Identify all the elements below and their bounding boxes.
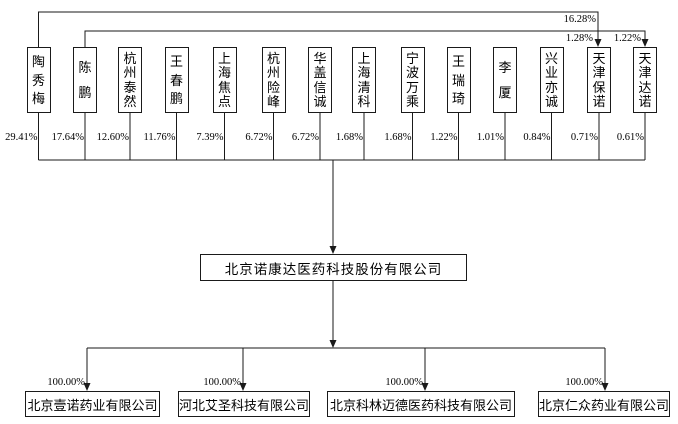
subsidiary-box-4: 北京仁众药业有限公司 bbox=[538, 391, 670, 417]
ownership-percent-label: 1.01% bbox=[476, 132, 504, 143]
shareholder-box-5: 上海焦点 bbox=[212, 47, 237, 113]
subsidiary-percent-label: 100.00% bbox=[47, 377, 85, 388]
parent-company-box: 北京诺康达医药科技股份有限公司 bbox=[200, 254, 467, 281]
indirect-percent-label: 1.22% bbox=[613, 33, 641, 44]
ownership-percent-label: 7.39% bbox=[196, 132, 224, 143]
shareholder-box-11: 李厦 bbox=[493, 47, 517, 113]
arrow-down-icon bbox=[329, 246, 337, 254]
ownership-percent-label: 12.60% bbox=[96, 132, 129, 143]
subsidiary-name: 北京壹诺药业有限公司 bbox=[27, 397, 158, 413]
ownership-percent-label: 11.76% bbox=[143, 132, 176, 143]
ownership-percent-label: 1.68% bbox=[384, 132, 412, 143]
shareholder-box-10: 王瑞琦 bbox=[446, 47, 471, 113]
arrow-down-icon bbox=[83, 383, 91, 391]
ownership-percent-label: 0.84% bbox=[523, 132, 551, 143]
shareholder-box-7: 华盖信诚 bbox=[308, 47, 332, 113]
subsidiary-box-3: 北京科林迈德医药科技有限公司 bbox=[327, 391, 515, 417]
ownership-percent-label: 6.72% bbox=[291, 132, 319, 143]
shareholder-box-13: 天津保诺 bbox=[587, 47, 611, 113]
ownership-percent-label: 17.64% bbox=[51, 132, 84, 143]
ownership-percent-label: 0.61% bbox=[616, 132, 644, 143]
indirect-link-line-1 bbox=[38, 11, 599, 47]
subsidiary-percent-label: 100.00% bbox=[565, 377, 603, 388]
subsidiary-percent-label: 100.00% bbox=[203, 377, 241, 388]
ownership-percent-label: 1.68% bbox=[335, 132, 363, 143]
shareholder-box-1: 陶秀梅 bbox=[26, 47, 51, 113]
shareholder-box-4: 王春鹏 bbox=[164, 47, 189, 113]
indirect-link-line-2 bbox=[84, 30, 646, 47]
parent-company-name: 北京诺康达医药科技股份有限公司 bbox=[224, 261, 443, 277]
arrow-down-icon bbox=[239, 383, 247, 391]
subsidiary-percent-label: 100.00% bbox=[385, 377, 423, 388]
arrow-down-icon bbox=[594, 39, 602, 47]
subsidiary-name: 北京仁众药业有限公司 bbox=[539, 397, 670, 413]
ownership-percent-label: 6.72% bbox=[245, 132, 273, 143]
shareholder-box-8: 上海清科 bbox=[352, 47, 376, 113]
shareholder-box-2: 陈鹏 bbox=[73, 47, 97, 113]
shareholder-box-6: 杭州险峰 bbox=[261, 47, 286, 113]
arrow-down-icon bbox=[641, 39, 649, 47]
subsidiary-box-2: 河北艾圣科技有限公司 bbox=[178, 391, 310, 417]
shareholder-box-9: 宁波万乘 bbox=[400, 47, 425, 113]
ownership-percent-label: 0.71% bbox=[570, 132, 598, 143]
indirect-percent-label: 1.28% bbox=[565, 33, 593, 44]
shareholder-box-3: 杭州泰然 bbox=[118, 47, 142, 113]
arrow-down-icon bbox=[329, 340, 337, 348]
arrow-down-icon bbox=[601, 383, 609, 391]
shareholder-box-12: 兴业亦诚 bbox=[539, 47, 564, 113]
subsidiary-name: 河北艾圣科技有限公司 bbox=[179, 397, 310, 413]
indirect-percent-label: 16.28% bbox=[563, 14, 596, 25]
subsidiary-name: 北京科林迈德医药科技有限公司 bbox=[329, 397, 512, 413]
shareholder-box-14: 天津达诺 bbox=[633, 47, 657, 113]
ownership-percent-label: 1.22% bbox=[430, 132, 458, 143]
arrow-down-icon bbox=[421, 383, 429, 391]
subsidiary-box-1: 北京壹诺药业有限公司 bbox=[25, 391, 160, 417]
ownership-percent-label: 29.41% bbox=[5, 132, 38, 143]
